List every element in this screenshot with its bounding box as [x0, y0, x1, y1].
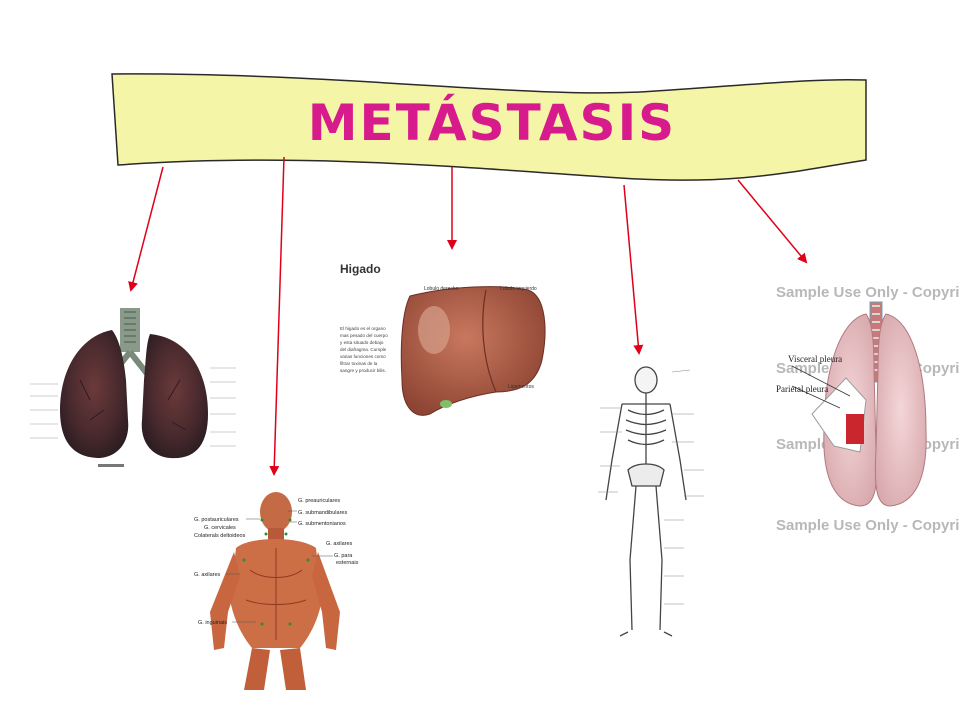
lymph-label: G. axilares — [194, 572, 221, 578]
lymph-label: G. postauriculares — [194, 517, 239, 523]
liver-description-line: y esta situado debajo — [340, 340, 384, 345]
right-lung-shape — [141, 334, 208, 459]
arrow-to-lungs — [128, 166, 164, 292]
skeleton-illustration — [598, 366, 704, 637]
lymph-label: Colaterals deltoideos — [194, 533, 246, 539]
lymph-label: esternais — [336, 560, 359, 566]
lymph-label: G. submandibulares — [298, 510, 347, 516]
lymph-label: G. preauriculares — [298, 498, 340, 504]
arrows — [128, 156, 808, 476]
liver-label-bottom: Ligamentos — [508, 384, 534, 390]
arrow-to-skeleton — [623, 184, 644, 355]
lungs-illustration — [30, 308, 236, 467]
visceral-pleura-label: Visceral pleura — [788, 354, 842, 364]
liver-label-right: Lobulo izquierdo — [500, 286, 537, 292]
lymph-node-illustration: G. preauriculares G. submandibulares G. … — [194, 492, 359, 690]
watermark-line: Sample Use Only - Copyrighted — [776, 517, 960, 534]
liver-description-line: filtrar toxinas de la — [340, 361, 378, 366]
liver-illustration: Higado Lobulo derecho Lobulo izquierdo L… — [340, 262, 546, 416]
liver-shape — [400, 286, 546, 416]
left-lung-shape — [60, 330, 129, 458]
liver-heading: Higado — [340, 262, 381, 276]
liver-label-left: Lobulo derecho — [424, 286, 459, 292]
page-title: METÁSTASIS — [308, 93, 676, 152]
arrow-to-lymph — [269, 156, 285, 476]
liver-description-line: del diafragma. Cumple — [340, 347, 387, 352]
banner-shape — [111, 73, 867, 181]
liver-description: El higado es el organo mas pesado del cu… — [340, 326, 388, 373]
lymph-label: G. submentonianos — [298, 521, 346, 527]
watermark-line: Sample Use Only - Copyrighted — [776, 284, 960, 301]
parietal-pleura-label: Parietal pleura — [776, 384, 828, 394]
liver-description-line: El higado es el organo — [340, 326, 386, 331]
lymph-label: G. axilares — [326, 541, 353, 547]
liver-description-line: sangre y producir bilis. — [340, 368, 386, 373]
arrow-to-pleura — [737, 179, 808, 264]
liver-description-line: mas pesado del cuerpo — [340, 333, 388, 338]
title-banner: METÁSTASIS — [111, 73, 867, 181]
right-pleura-lung — [874, 313, 927, 507]
lymph-label: G. inguinais — [198, 620, 227, 626]
lymph-label: G. para — [334, 553, 353, 559]
pleura-illustration: Sample Use Only - Copyrighted Sample Use… — [776, 284, 960, 534]
liver-description-line: varias funciones como — [340, 354, 386, 359]
lymph-label: G. cervicales — [204, 525, 236, 531]
